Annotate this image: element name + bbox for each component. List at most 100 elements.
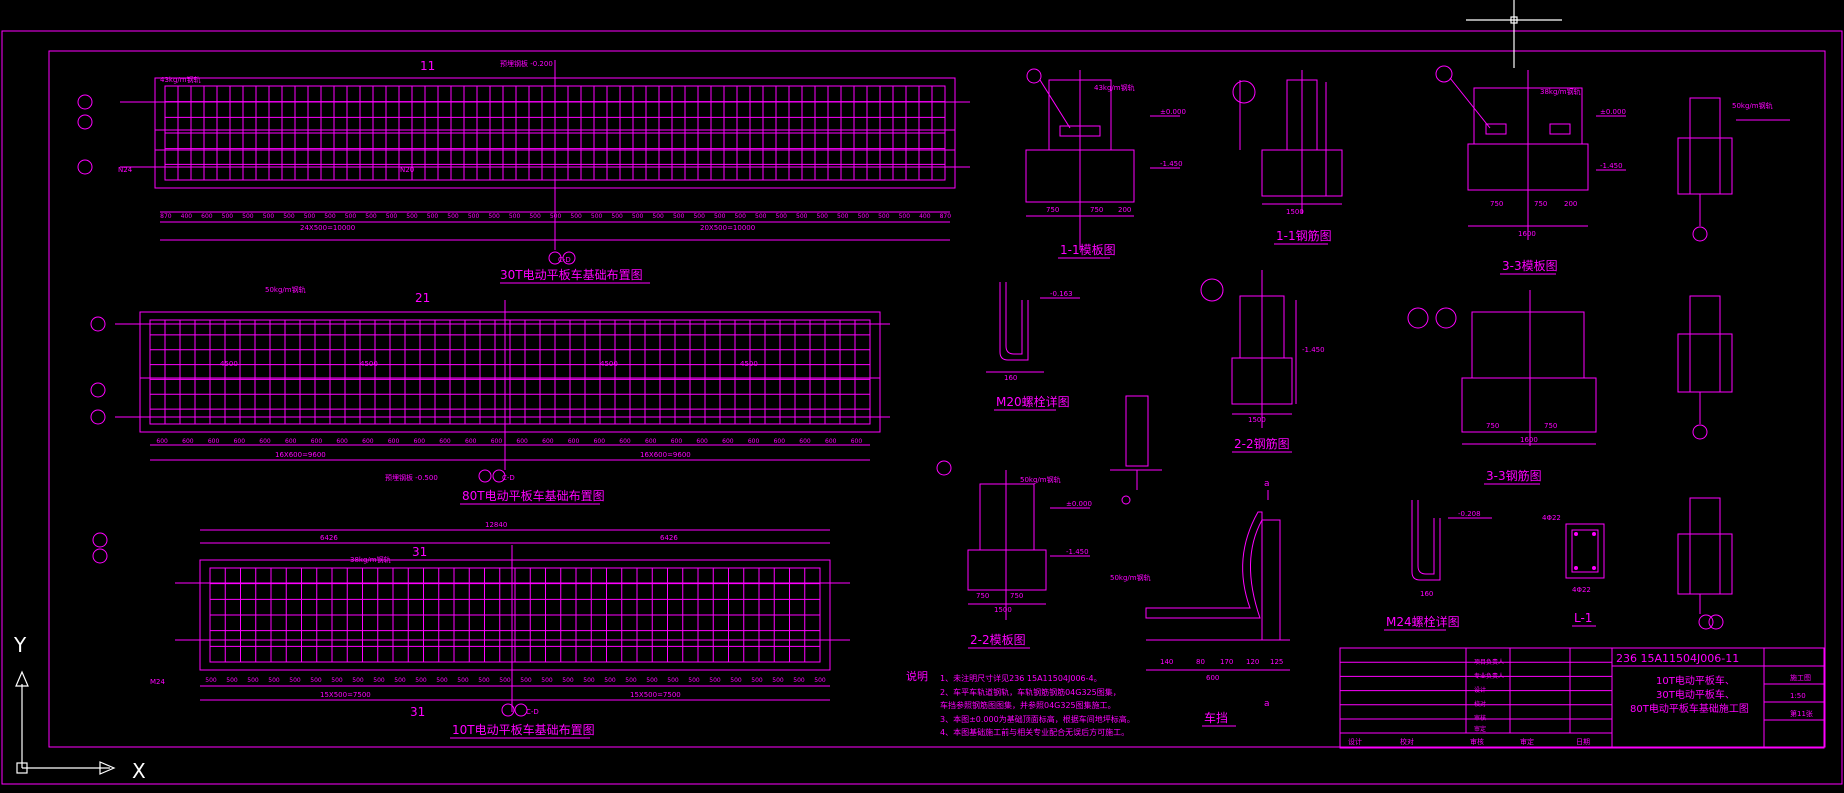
dimension-label: 500 (263, 213, 275, 220)
dimension-label: 600 (799, 438, 811, 445)
buffer-rail: 50kg/m钢轨 (1110, 573, 1151, 582)
detail-buffer-stop: a a 50kg/m钢轨 600 140 80 170 120 125 车挡 (1110, 479, 1290, 727)
dimension-label: 500 (688, 677, 700, 684)
dimension-label: 500 (345, 213, 357, 220)
dimension-label: 500 (817, 213, 829, 220)
detail-3-3-rebar-dim-a: 750 (1486, 422, 1499, 430)
dimension-label: 870 (160, 213, 172, 220)
note-2: 2、车平车轨道钢轨，车轨钢筋钢筋04G325图集， (940, 687, 1121, 697)
detail-2-2-dim-b: 750 (1010, 592, 1023, 600)
dimension-label: 500 (406, 213, 418, 220)
plan-10t-total-span: 12840 (485, 521, 507, 529)
dimension-label: 600 (774, 438, 786, 445)
plan-30t-title: 30T电动平板车基础布置图 (500, 267, 643, 282)
dimension-label: 500 (529, 213, 541, 220)
plan-10t-outline (199, 559, 831, 671)
plan-30t-section-mark: 11 (420, 59, 435, 73)
plan-30t-axis-tag: C-D (558, 256, 571, 264)
dimension-label: 500 (447, 213, 459, 220)
dimension-label: 500 (772, 677, 784, 684)
detail-3-3-formwork: 38kg/m钢轨 ±0.000 -1.450 750 750 200 1600 … (1435, 65, 1626, 275)
detail-1-1-dim-b: 750 (1090, 206, 1103, 214)
detail-2-2-rebar: -1.450 1500 2-2钢筋图 (1200, 270, 1325, 453)
dimension-label: 500 (570, 213, 582, 220)
dimension-label: 500 (310, 677, 322, 684)
dimension-label: 500 (632, 213, 644, 220)
detail-1-1-formwork: 43kg/m钢轨 ±0.000 -1.450 750 750 200 1-1模板… (1025, 68, 1186, 259)
detail-m24-title: M24螺栓详图 (1386, 614, 1460, 629)
dimension-label: 500 (520, 677, 532, 684)
dimension-label: 500 (283, 213, 295, 220)
detail-rail-clip (1110, 395, 1162, 505)
detail-1-1-dim-c: 200 (1118, 206, 1131, 214)
dimension-label: 500 (541, 677, 553, 684)
detail-l1: 4Φ22 4Φ22 L-1 (1542, 514, 1605, 627)
dimension-label: 500 (324, 213, 336, 220)
title-block-line-1: 10T电动平板车、 (1656, 674, 1735, 687)
dimension-label: 500 (730, 677, 742, 684)
title-block-role-4: 校对 (1474, 700, 1486, 708)
dimension-label: 600 (748, 438, 760, 445)
plan-10t-half-right: 6426 (660, 534, 678, 542)
detail-2-2-rebar-dim: 1500 (1248, 416, 1266, 424)
dimension-label: 500 (415, 677, 427, 684)
plan-10t-axis-tag: C-D (526, 708, 539, 716)
general-notes: 说明 1、未注明尺寸详见236 15A11504J006-4。 2、车平车轨道钢… (906, 669, 1135, 737)
dimension-label: 500 (457, 677, 469, 684)
dimension-label: 500 (394, 677, 406, 684)
dimension-label: 600 (722, 438, 734, 445)
ucs-icon: Y X (13, 633, 146, 783)
dimension-label: 500 (625, 677, 637, 684)
note-1: 1、未注明尺寸详见236 15A11504J006-4。 (940, 673, 1102, 683)
dimension-label: 600 (619, 438, 631, 445)
dimension-label: 600 (439, 438, 451, 445)
dimension-label: 500 (796, 213, 808, 220)
dimension-label: 600 (645, 438, 657, 445)
detail-1-1-title: 1-1模板图 (1060, 243, 1116, 257)
ucs-y-label: Y (13, 633, 27, 657)
buffer-dim-b: 80 (1196, 658, 1205, 666)
title-block: 236 15A11504J006-11 10T电动平板车、 30T电动平板车、 … (1339, 647, 1825, 749)
dimension-label: 500 (373, 677, 385, 684)
title-block-role-2: 专业负责人 (1474, 672, 1504, 680)
detail-3-3-rail: 38kg/m钢轨 (1540, 87, 1581, 96)
detail-side-section-top: 50kg/m钢轨 (1677, 97, 1790, 242)
title-block-sign-5: 日期 (1576, 738, 1590, 746)
title-block-role-5: 审核 (1474, 714, 1486, 722)
plan-80t-axis-tag: C-D (502, 474, 515, 482)
buffer-dim-c: 170 (1220, 658, 1233, 666)
dimension-label: 400 (181, 213, 193, 220)
detail-m24-bolt: -0.208 160 M24螺栓详图 (1384, 500, 1492, 631)
dimension-label: 500 (734, 213, 746, 220)
dimension-label: 600 (388, 438, 400, 445)
plan-80t-total-left: 16X600=9600 (275, 451, 326, 459)
note-4: 3、本图±0.000为基础顶面标高，根据车间地坪标高。 (940, 714, 1135, 724)
dimension-label: 600 (259, 438, 271, 445)
dimension-label: 500 (499, 677, 511, 684)
dimension-label: 600 (182, 438, 194, 445)
plan-80t-dim-b: 4500 (360, 360, 378, 368)
detail-3-3-elev-bot: -1.450 (1600, 162, 1623, 170)
dimension-label: 600 (234, 438, 246, 445)
dimension-label: 600 (568, 438, 580, 445)
title-block-drawing-no: 236 15A11504J006-11 (1616, 652, 1739, 665)
plan-10t-total-left: 15X500=7500 (320, 691, 371, 699)
detail-1-1-dim-a: 750 (1046, 206, 1059, 214)
ucs-x-label: X (132, 759, 146, 783)
plan-30t-note-n24: N24 (118, 166, 133, 174)
dimension-label: 500 (611, 213, 623, 220)
dimension-label: 600 (542, 438, 554, 445)
title-block-line-3: 80T电动平板车基础施工图 (1630, 702, 1749, 715)
dimension-label: 600 (336, 438, 348, 445)
title-block-sign-1: 设计 (1348, 737, 1362, 746)
plan-80t-dim-d: 4500 (740, 360, 758, 368)
detail-l1-title: L-1 (1574, 611, 1592, 625)
dimension-label: 500 (509, 213, 521, 220)
dimension-label: 500 (468, 213, 480, 220)
detail-m24-dim: 160 (1420, 590, 1433, 598)
detail-3-3-rebar-title: 3-3钢筋图 (1486, 468, 1542, 483)
dimension-label: 500 (478, 677, 490, 684)
detail-l1-bot-bars: 4Φ22 (1572, 586, 1591, 594)
buffer-dim-a: 140 (1160, 658, 1173, 666)
